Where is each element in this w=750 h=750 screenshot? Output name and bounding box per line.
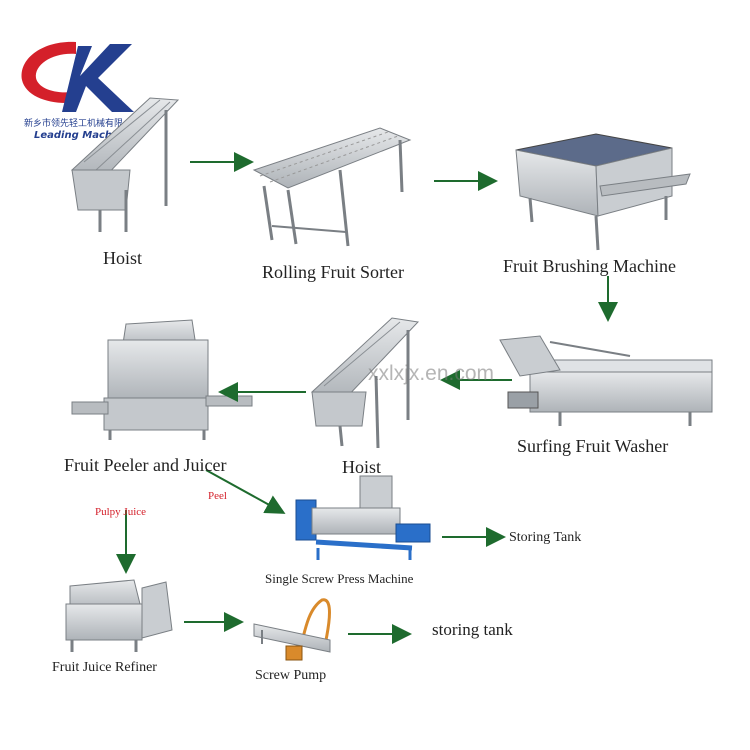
- label-washer: Surfing Fruit Washer: [517, 436, 669, 456]
- label-storing-tank-2: storing tank: [432, 620, 513, 639]
- screw-press-illustration: [295, 475, 431, 560]
- label-brushing: Fruit Brushing Machine: [503, 256, 676, 276]
- label-screw-press: Single Screw Press Machine: [265, 571, 414, 586]
- brushing-machine-illustration: [515, 133, 691, 251]
- label-peel: Peel: [208, 490, 227, 502]
- screw-pump-illustration: [253, 598, 331, 661]
- rolling-sorter-illustration: [252, 127, 412, 247]
- hoist-mid-illustration: [310, 317, 420, 449]
- watermark: xxlxjx.en.com: [368, 362, 495, 385]
- logo-mark: [21, 41, 134, 112]
- label-screw-pump: Screw Pump: [255, 668, 327, 683]
- label-peeler-juicer: Fruit Peeler and Juicer: [64, 455, 227, 475]
- logo-chinese-name: 新乡市领先轻工机械有限: [24, 119, 124, 129]
- peeler-juicer-illustration: [71, 319, 253, 440]
- hoist-top-illustration: [70, 97, 180, 232]
- juice-refiner-illustration: [65, 579, 173, 652]
- label-rolling-sorter: Rolling Fruit Sorter: [262, 262, 405, 282]
- arrow-peeler-to-press: [205, 469, 286, 514]
- washer-illustration: [499, 335, 713, 426]
- label-pulpy-juice: Pulpy Juice: [95, 506, 147, 518]
- logo-english-name: Leading Machinery: [34, 130, 141, 141]
- label-hoist-mid: Hoist: [342, 457, 382, 477]
- label-storing-tank-1: Storing Tank: [509, 530, 582, 545]
- label-hoist-top: Hoist: [103, 248, 143, 268]
- label-refiner: Fruit Juice Refiner: [52, 660, 157, 675]
- company-logo: 新乡市领先轻工机械有限 Leading Machinery: [14, 36, 154, 146]
